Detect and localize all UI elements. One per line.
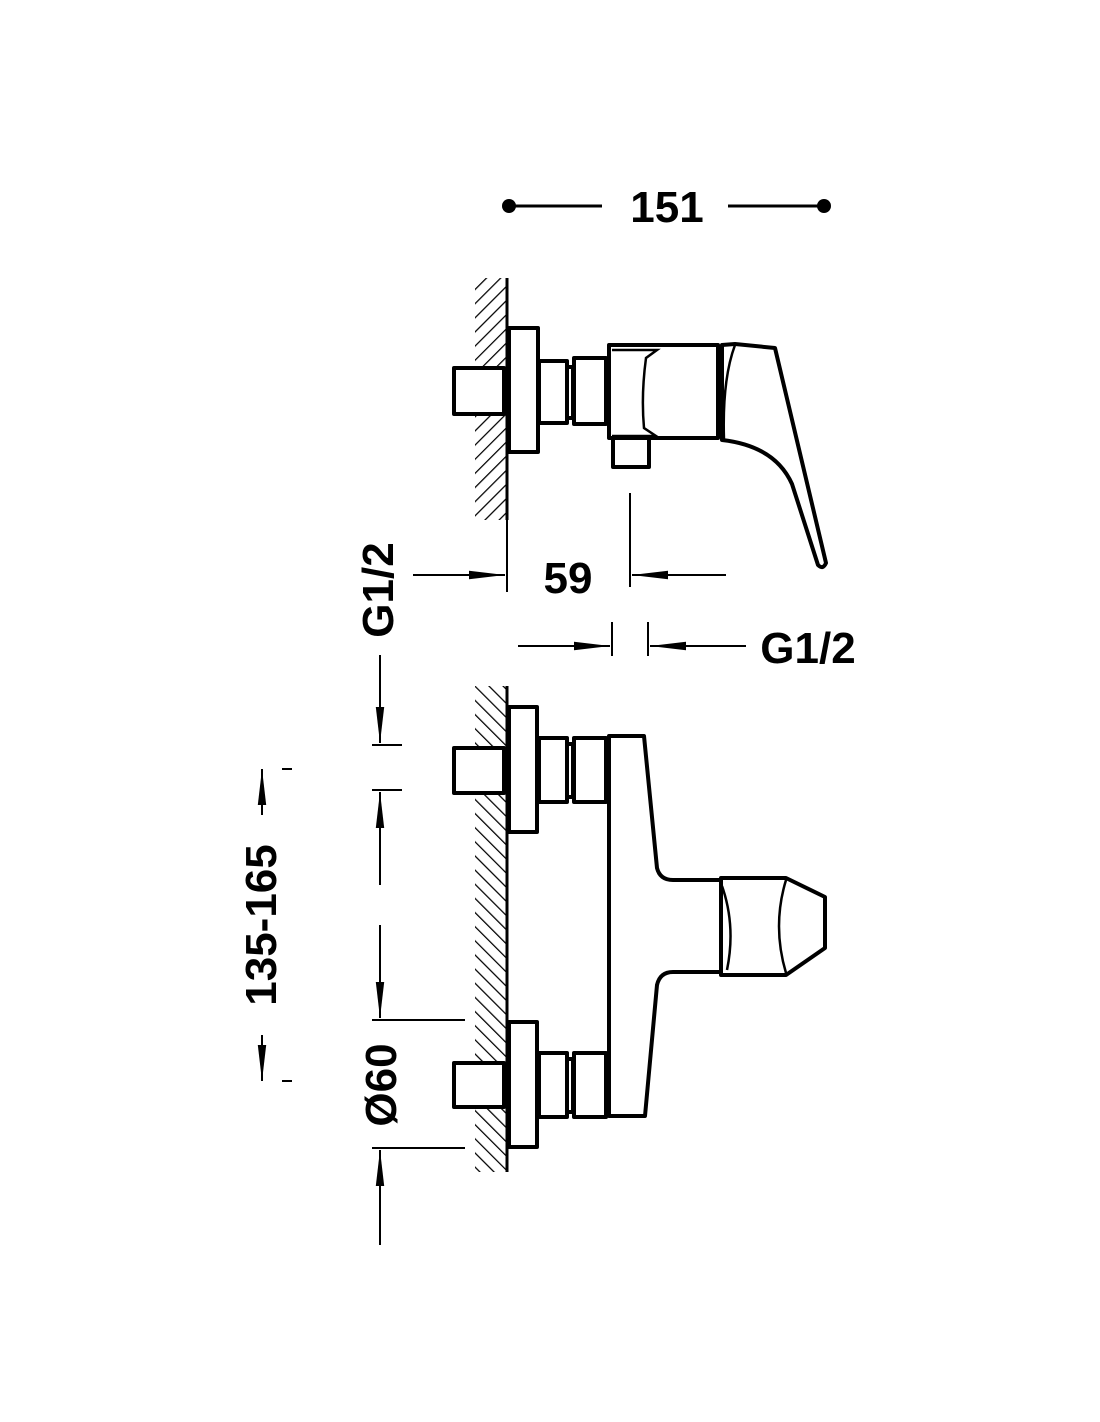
- wall-flange: [507, 1020, 539, 1149]
- nut: [572, 736, 608, 804]
- dimension-label: Ø60: [357, 1043, 406, 1126]
- top-view: [452, 278, 828, 587]
- dimension-label: G1/2: [760, 624, 855, 673]
- dimension-dot: [817, 199, 831, 213]
- mixer-body: [607, 734, 724, 1118]
- lever-handle: [720, 342, 828, 570]
- front-view: [452, 686, 827, 1172]
- dimension-inlet-centres: 135-165: [237, 768, 292, 1082]
- dimension-label: G1/2: [354, 542, 403, 637]
- dimension-label: 135-165: [237, 844, 286, 1005]
- dimension-label: 59: [544, 554, 593, 603]
- body-hex-edge: [612, 348, 661, 438]
- knob-edge: [720, 885, 732, 971]
- mixer-body: [607, 343, 720, 440]
- wall-flange: [507, 705, 539, 834]
- nut: [537, 359, 569, 425]
- handle-edge: [722, 344, 737, 441]
- inlet-stub: [452, 1061, 506, 1109]
- knob-edge: [777, 879, 788, 974]
- nut: [537, 1051, 569, 1119]
- wall-flange: [507, 326, 540, 454]
- dimension-inlet-thread: G1/2: [354, 542, 403, 885]
- dimension-label: 151: [630, 183, 703, 232]
- outlet-stub: [611, 436, 651, 469]
- nut: [572, 1051, 608, 1119]
- dimension-outlet-thread: G1/2: [518, 622, 856, 673]
- nut: [537, 736, 569, 804]
- inlet-stub: [452, 746, 506, 795]
- dimension-flange-diameter: Ø60: [357, 925, 465, 1245]
- inlet-stub: [452, 366, 506, 416]
- control-knob: [719, 876, 827, 977]
- dimension-59: 59: [413, 520, 726, 603]
- dimension-151: 151: [502, 183, 831, 232]
- nut: [572, 356, 608, 426]
